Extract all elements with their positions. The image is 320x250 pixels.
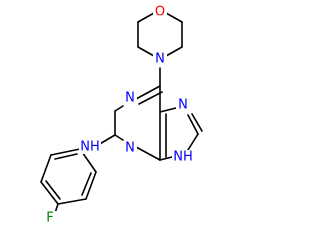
atom-fluorine: F <box>46 211 53 226</box>
bond <box>165 12 183 23</box>
bond <box>165 46 183 57</box>
atom-purine-n9h: NH <box>173 150 193 165</box>
atom-purine-n7: N <box>178 98 188 113</box>
bond <box>81 172 92 196</box>
atom-morpholine-oxygen: O <box>155 5 165 20</box>
bond <box>50 148 81 156</box>
bonds <box>40 12 203 217</box>
bond <box>187 133 199 151</box>
bond <box>159 107 177 113</box>
bond <box>40 154 52 183</box>
bond <box>135 146 161 161</box>
atom-morpholine-nitrogen: N <box>155 52 165 67</box>
bond <box>40 181 59 205</box>
bond <box>187 114 199 135</box>
bond <box>191 113 203 132</box>
atom-labels: O N N N N NH NH F <box>43 5 194 226</box>
molecule-structure: O N N N N NH NH F <box>40 5 203 226</box>
bond <box>135 85 161 100</box>
atom-purine-n3: N <box>125 141 135 156</box>
atom-amine-nh: NH <box>80 140 100 155</box>
bond <box>137 46 155 57</box>
bond <box>54 153 78 160</box>
bond <box>45 180 61 200</box>
atom-purine-n1: N <box>125 91 135 106</box>
bond <box>85 171 97 200</box>
bond <box>138 91 163 105</box>
bond <box>57 198 87 205</box>
bond <box>114 134 124 141</box>
bond <box>137 12 155 23</box>
bond <box>114 105 124 112</box>
